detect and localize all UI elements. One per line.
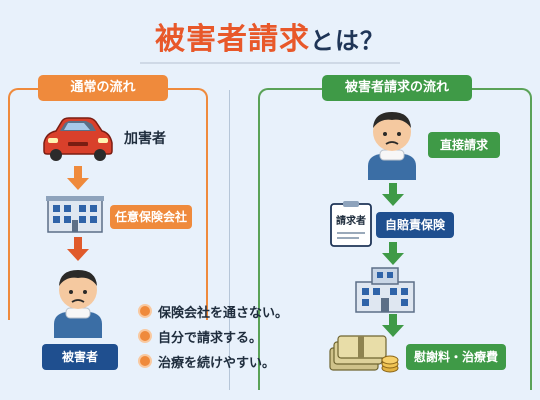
document-label: 請求者 xyxy=(336,216,366,227)
bullet-dot xyxy=(140,306,150,316)
person-icon xyxy=(54,270,102,338)
jibaiseki-insurance-label: 自賠責保険 xyxy=(376,212,454,238)
normal-flow-heading: 通常の流れ xyxy=(38,75,168,101)
arrow-down-icon xyxy=(382,183,404,206)
title-main: 被害者請求 xyxy=(155,22,310,57)
building-icon xyxy=(355,267,415,313)
benefit-list: 保険会社を通さない。 自分で請求する。 治療を続けやすい。 xyxy=(140,300,288,375)
arrow-down-icon xyxy=(382,314,404,337)
direct-claim-label: 直接請求 xyxy=(428,132,500,158)
arrow-down-icon xyxy=(382,242,404,265)
panel-divider xyxy=(229,90,230,390)
victim-label: 被害者 xyxy=(42,344,118,370)
title-tail: とは？ xyxy=(310,27,385,55)
title-underline xyxy=(140,62,400,64)
person-icon xyxy=(368,112,416,180)
money-icon xyxy=(329,335,399,373)
bullet-dot xyxy=(140,331,150,341)
list-item: 自分で請求する。 xyxy=(140,325,288,347)
list-item: 保険会社を通さない。 xyxy=(140,300,288,322)
building-icon xyxy=(46,196,104,233)
victim-claim-flow-heading: 被害者請求の流れ xyxy=(322,75,472,101)
bullet-dot xyxy=(140,356,150,366)
document-icon xyxy=(330,201,372,247)
compensation-label: 慰謝料・治療費 xyxy=(406,344,506,370)
list-item: 治療を続けやすい。 xyxy=(140,350,288,372)
arrow-down-icon xyxy=(67,237,89,261)
page-title: 被害者請求とは？ xyxy=(0,14,540,58)
car-icon xyxy=(43,117,113,161)
voluntary-insurance-label: 任意保険会社 xyxy=(110,205,192,229)
perpetrator-label: 加害者 xyxy=(124,131,166,147)
arrow-down-icon xyxy=(67,166,89,190)
